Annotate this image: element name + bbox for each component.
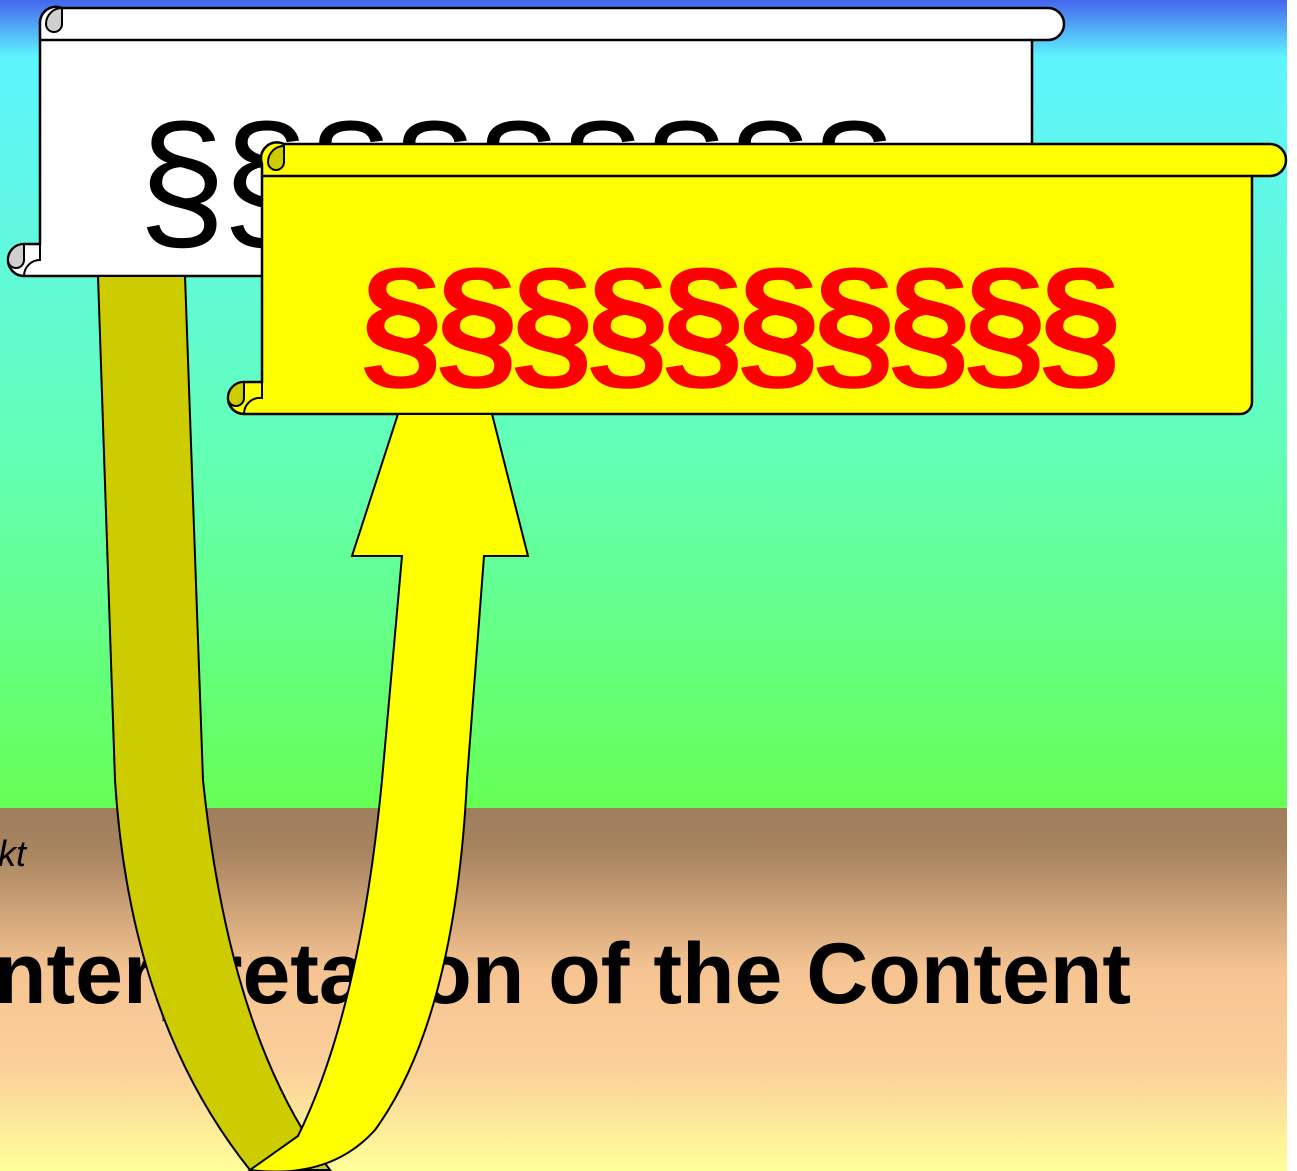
scroll-front-text: §§§§§§§§§§ (360, 236, 1117, 404)
scroll-curl-top (44, 6, 63, 33)
scroll-curl-bottom (226, 380, 245, 407)
scroll-curl-top (266, 144, 285, 171)
scroll-banner-icon (226, 141, 1288, 416)
scroll-front: §§§§§§§§§§ (226, 141, 1288, 416)
right-margin (1287, 0, 1297, 1171)
u-turn-arrow-icon (247, 413, 530, 1171)
u-turn-arrow-icon (96, 275, 333, 1171)
caption-fragment: kt (0, 833, 28, 874)
scroll-curl-bottom (6, 242, 25, 269)
